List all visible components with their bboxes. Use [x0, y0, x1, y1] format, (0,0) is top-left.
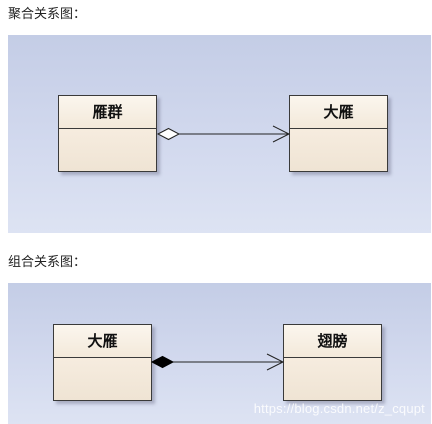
filled-diamond-icon: [150, 355, 175, 369]
aggregation-diagram-panel: 雁群 大雁: [8, 35, 431, 233]
class-name-wild-goose-2: 大雁: [54, 325, 151, 358]
class-body-wing: [284, 358, 381, 400]
class-box-wild-goose-2[interactable]: 大雁: [53, 324, 152, 401]
class-box-wild-goose[interactable]: 大雁: [289, 95, 388, 172]
composition-diagram-panel: 大雁 翅膀 https://blog.csdn.net/z_cqupt: [8, 283, 431, 424]
class-body-wild-goose-2: [54, 358, 151, 400]
class-body-flock: [59, 129, 156, 171]
class-box-flock[interactable]: 雁群: [58, 95, 157, 172]
class-name-wing: 翅膀: [284, 325, 381, 358]
class-name-wild-goose: 大雁: [290, 96, 387, 129]
arrowhead-icon: [266, 353, 285, 371]
composition-connector: [150, 353, 285, 371]
class-box-wing[interactable]: 翅膀: [283, 324, 382, 401]
composition-section-title: 组合关系图：: [8, 255, 87, 270]
class-body-wild-goose: [290, 129, 387, 171]
aggregation-section-title: 聚合关系图：: [8, 7, 87, 22]
aggregation-connector: [156, 125, 291, 143]
arrowhead-icon: [272, 125, 291, 143]
hollow-diamond-icon: [156, 127, 181, 141]
watermark-text: https://blog.csdn.net/z_cqupt: [253, 401, 425, 416]
class-name-flock: 雁群: [59, 96, 156, 129]
